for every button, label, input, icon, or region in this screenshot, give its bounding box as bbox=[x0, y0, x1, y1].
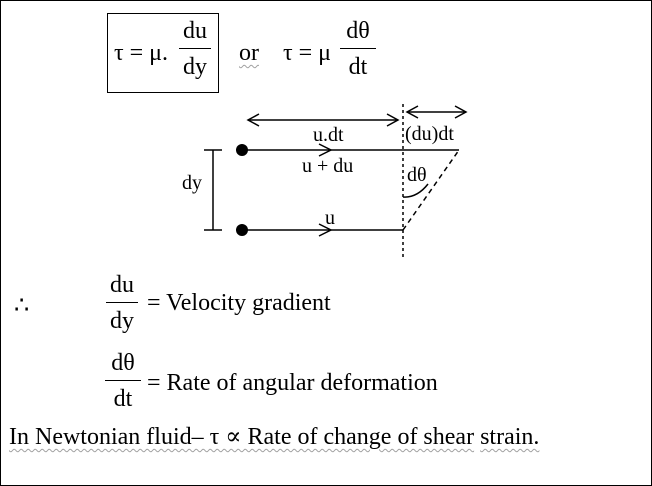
fraction-bar bbox=[340, 48, 376, 49]
top-velocity-arrowhead bbox=[318, 143, 333, 157]
deformation-dashed-line bbox=[402, 149, 460, 231]
numerator: du bbox=[183, 18, 207, 44]
dtheta-angle-arc bbox=[402, 183, 429, 198]
therefore-symbol: ∴ bbox=[14, 293, 30, 319]
label-u-plus-du: u + du bbox=[302, 155, 353, 177]
udt-arrowhead-left bbox=[246, 113, 260, 127]
formula-box bbox=[107, 13, 219, 93]
dudt-arrowhead-left bbox=[405, 105, 419, 119]
dudt-arrowhead-right bbox=[454, 105, 468, 119]
bottom-velocity-arrowhead bbox=[318, 223, 333, 237]
angular-deformation-text: = Rate of angular deformation bbox=[147, 370, 438, 396]
fraction-dtheta-dt-2: dθ dt bbox=[105, 351, 141, 411]
or-word: or bbox=[239, 40, 259, 66]
denominator: dt bbox=[113, 386, 133, 412]
fraction-bar bbox=[105, 380, 141, 381]
denominator: dy bbox=[183, 54, 207, 80]
label-dudt: (du)dt bbox=[405, 123, 454, 145]
fraction-du-dy-2: du dy bbox=[106, 273, 138, 333]
velocity-diagram: u.dt (du)dt u + du dy dθ u bbox=[182, 104, 468, 257]
paragraph-line-1: In Newtonian fluid– τ ∝ Rate of change o… bbox=[9, 424, 475, 450]
label-dy: dy bbox=[182, 172, 202, 194]
numerator: dθ bbox=[111, 350, 135, 376]
velocity-gradient-text: = Velocity gradient bbox=[147, 290, 331, 316]
label-udt: u.dt bbox=[313, 124, 344, 146]
label-u: u bbox=[325, 207, 335, 229]
denominator: dt bbox=[348, 54, 368, 80]
top-particle-dot bbox=[236, 144, 248, 156]
udt-arrowhead-right bbox=[386, 113, 400, 127]
tau-mu: τ = μ bbox=[283, 40, 332, 66]
label-dtheta: dθ bbox=[407, 164, 427, 186]
fraction-dtheta-dt: dθ dt bbox=[340, 19, 376, 79]
tau-mu-dot: τ = μ. bbox=[114, 40, 169, 66]
fraction-du-dy: du dy bbox=[179, 19, 211, 79]
fraction-bar bbox=[179, 48, 211, 49]
denominator: dy bbox=[110, 308, 134, 334]
paragraph-line-2: strain. bbox=[480, 424, 540, 450]
newtonian-fluid-paragraph: In Newtonian fluid– τ ∝ Rate of change o… bbox=[9, 421, 641, 453]
fraction-bar bbox=[106, 302, 138, 303]
numerator: du bbox=[110, 272, 134, 298]
bottom-particle-dot bbox=[236, 224, 248, 236]
numerator: dθ bbox=[346, 18, 370, 44]
